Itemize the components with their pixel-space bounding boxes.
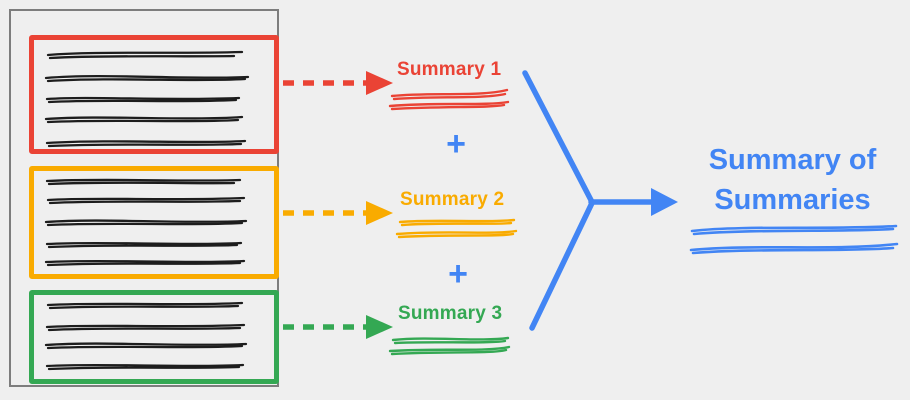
arrowhead-icon (366, 71, 393, 95)
source-document (9, 9, 279, 387)
result-title-line1: Summary of (708, 144, 877, 176)
orange-dashed-arrow (283, 201, 393, 225)
document-section-1 (29, 35, 279, 154)
handwritten-text-scribble (44, 178, 248, 267)
plus-operator-1: + (446, 125, 466, 163)
plus-operator-2: + (448, 255, 468, 293)
result-title: Summary of Summaries (690, 140, 895, 220)
summary-1-scribble (388, 88, 510, 111)
merge-arrow (522, 70, 678, 331)
arrowhead-icon (366, 201, 393, 225)
result-title-line2: Summaries (714, 184, 871, 216)
document-section-2 (29, 166, 279, 279)
summary-2-scribble (395, 218, 518, 239)
summary-3-scribble (388, 336, 511, 356)
red-dashed-arrow (283, 71, 393, 95)
result-scribble (689, 224, 899, 255)
green-dashed-arrow (283, 315, 393, 339)
summary-1-label: Summary 1 (397, 59, 502, 80)
handwritten-text-scribble (44, 50, 250, 148)
arrowhead-icon (366, 315, 393, 339)
summary-2-label: Summary 2 (400, 189, 505, 210)
arrowhead-icon (651, 188, 678, 216)
document-section-3 (29, 290, 279, 384)
handwritten-text-scribble (44, 301, 248, 371)
summary-3-label: Summary 3 (398, 303, 503, 324)
